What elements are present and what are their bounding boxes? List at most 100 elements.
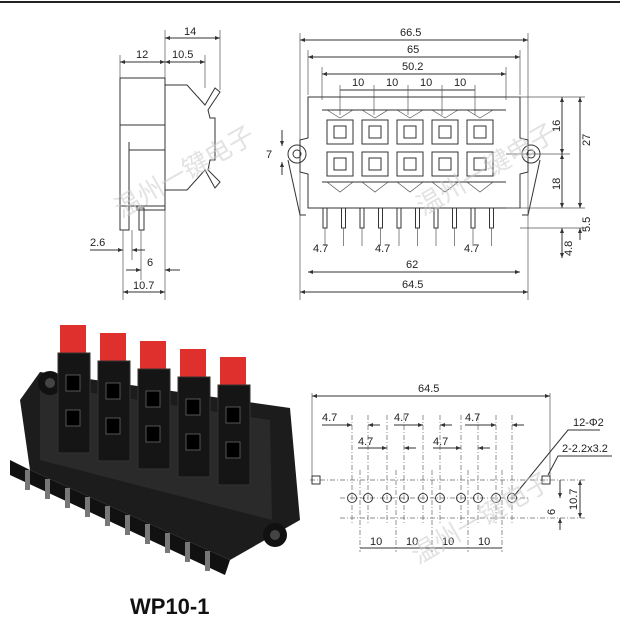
- terminal-cell-top: [396, 119, 424, 145]
- dim-10: 10: [454, 77, 466, 89]
- pin: [378, 207, 383, 229]
- wire-hole: [333, 157, 347, 171]
- dim-6: 6: [546, 509, 558, 515]
- wire-hole: [438, 125, 452, 139]
- terminal-cell-top: [431, 119, 459, 145]
- terminal-cell-bottom: [326, 151, 354, 177]
- pin: [25, 470, 30, 490]
- wire-hole: [145, 390, 161, 408]
- dim-5-5: 5.5: [581, 217, 593, 232]
- terminal-cell-bottom: [431, 151, 459, 177]
- dim-10-5: 10.5: [172, 49, 193, 61]
- dim-10: 10: [386, 77, 398, 89]
- dim-18: 18: [551, 178, 563, 190]
- dim-6: 6: [147, 257, 153, 269]
- watermark: 温州一键电子: [109, 120, 259, 224]
- terminal-cell-bottom: [466, 151, 494, 177]
- wire-hole: [368, 157, 382, 171]
- pin: [452, 207, 457, 229]
- pin: [396, 207, 402, 229]
- dim-62: 62: [406, 259, 418, 271]
- dim-10-7: 10.7: [568, 489, 580, 510]
- dim-66-5: 66.5: [400, 27, 421, 39]
- wire-hole: [368, 125, 382, 139]
- red-button: [140, 341, 166, 371]
- clip-outline: [466, 109, 494, 193]
- dim-64-5: 64.5: [402, 279, 423, 291]
- pin: [205, 551, 210, 571]
- wire-hole: [185, 398, 201, 416]
- terminal-cell-bottom: [396, 151, 424, 177]
- slots-label: 2-2.2x3.2: [562, 443, 608, 455]
- pin: [322, 207, 328, 229]
- dim-10: 10: [406, 536, 418, 548]
- wire-hole: [473, 125, 487, 139]
- dim-4-7: 4.7: [375, 243, 390, 255]
- model-title: WP10-1: [130, 594, 209, 619]
- pin: [65, 488, 70, 508]
- terminal-unit: [137, 368, 171, 470]
- dim-4-8: 4.8: [563, 241, 575, 256]
- clip-outline: [326, 109, 354, 193]
- dim-14: 14: [184, 26, 196, 38]
- dim-4-7: 4.7: [394, 412, 409, 424]
- dim-16: 16: [551, 120, 563, 132]
- front-view: 66.5 65 50.2 10 10 10 10 16 18 27 5.5 4.…: [266, 27, 593, 300]
- wire-hole: [225, 441, 241, 459]
- dim-10-7: 10.7: [133, 280, 154, 292]
- dim-4-7: 4.7: [464, 243, 479, 255]
- dim-65: 65: [407, 44, 419, 56]
- clip-outline: [396, 109, 424, 193]
- wire-hole: [65, 374, 81, 392]
- red-button: [180, 349, 206, 379]
- dim-10: 10: [442, 536, 454, 548]
- red-button: [60, 325, 86, 355]
- pin: [359, 207, 365, 229]
- pin: [415, 207, 420, 229]
- dim-4-7: 4.7: [358, 436, 373, 448]
- pin: [489, 207, 494, 229]
- terminal-cell-top: [361, 119, 389, 145]
- wire-hole: [65, 409, 81, 427]
- wire-hole: [225, 406, 241, 424]
- terminal-cell-bottom: [361, 151, 389, 177]
- dim-27: 27: [581, 134, 593, 146]
- dim-10: 10: [352, 77, 364, 89]
- product-photo: [10, 325, 300, 575]
- dim-4-7: 4.7: [465, 412, 480, 424]
- dim-4-7: 4.7: [433, 436, 448, 448]
- pin: [470, 207, 476, 229]
- terminal-unit: [57, 352, 91, 454]
- pin: [85, 497, 90, 517]
- pcb-footprint: 64.5 4.7 4.7 4.7 4.7 4.7 12-Φ2 2-2.2x3.2…: [310, 383, 612, 552]
- dim-10: 10: [420, 77, 432, 89]
- holes-label: 12-Φ2: [573, 417, 604, 429]
- wire-hole: [403, 157, 417, 171]
- dim-4-7: 4.7: [322, 412, 337, 424]
- pin: [145, 524, 150, 544]
- dim-2-6: 2.6: [90, 237, 105, 249]
- wire-hole: [185, 433, 201, 451]
- red-button: [220, 357, 246, 387]
- dim-64-5: 64.5: [418, 383, 439, 395]
- terminal-cell-top: [326, 119, 354, 145]
- wire-hole: [105, 417, 121, 435]
- dim-7: 7: [266, 149, 272, 161]
- pin: [45, 479, 50, 499]
- wire-hole: [145, 425, 161, 443]
- dim-12: 12: [136, 49, 148, 61]
- wire-hole: [473, 157, 487, 171]
- pin: [165, 533, 170, 553]
- dim-10: 10: [370, 536, 382, 548]
- wire-hole: [105, 382, 121, 400]
- wire-hole: [438, 157, 452, 171]
- dim-10: 10: [478, 536, 490, 548]
- pin: [125, 515, 130, 535]
- clip-outline: [361, 109, 389, 193]
- pin: [105, 506, 110, 526]
- terminal-cell-top: [466, 119, 494, 145]
- terminal-unit: [177, 376, 211, 478]
- pin: [185, 542, 190, 562]
- wire-hole: [333, 125, 347, 139]
